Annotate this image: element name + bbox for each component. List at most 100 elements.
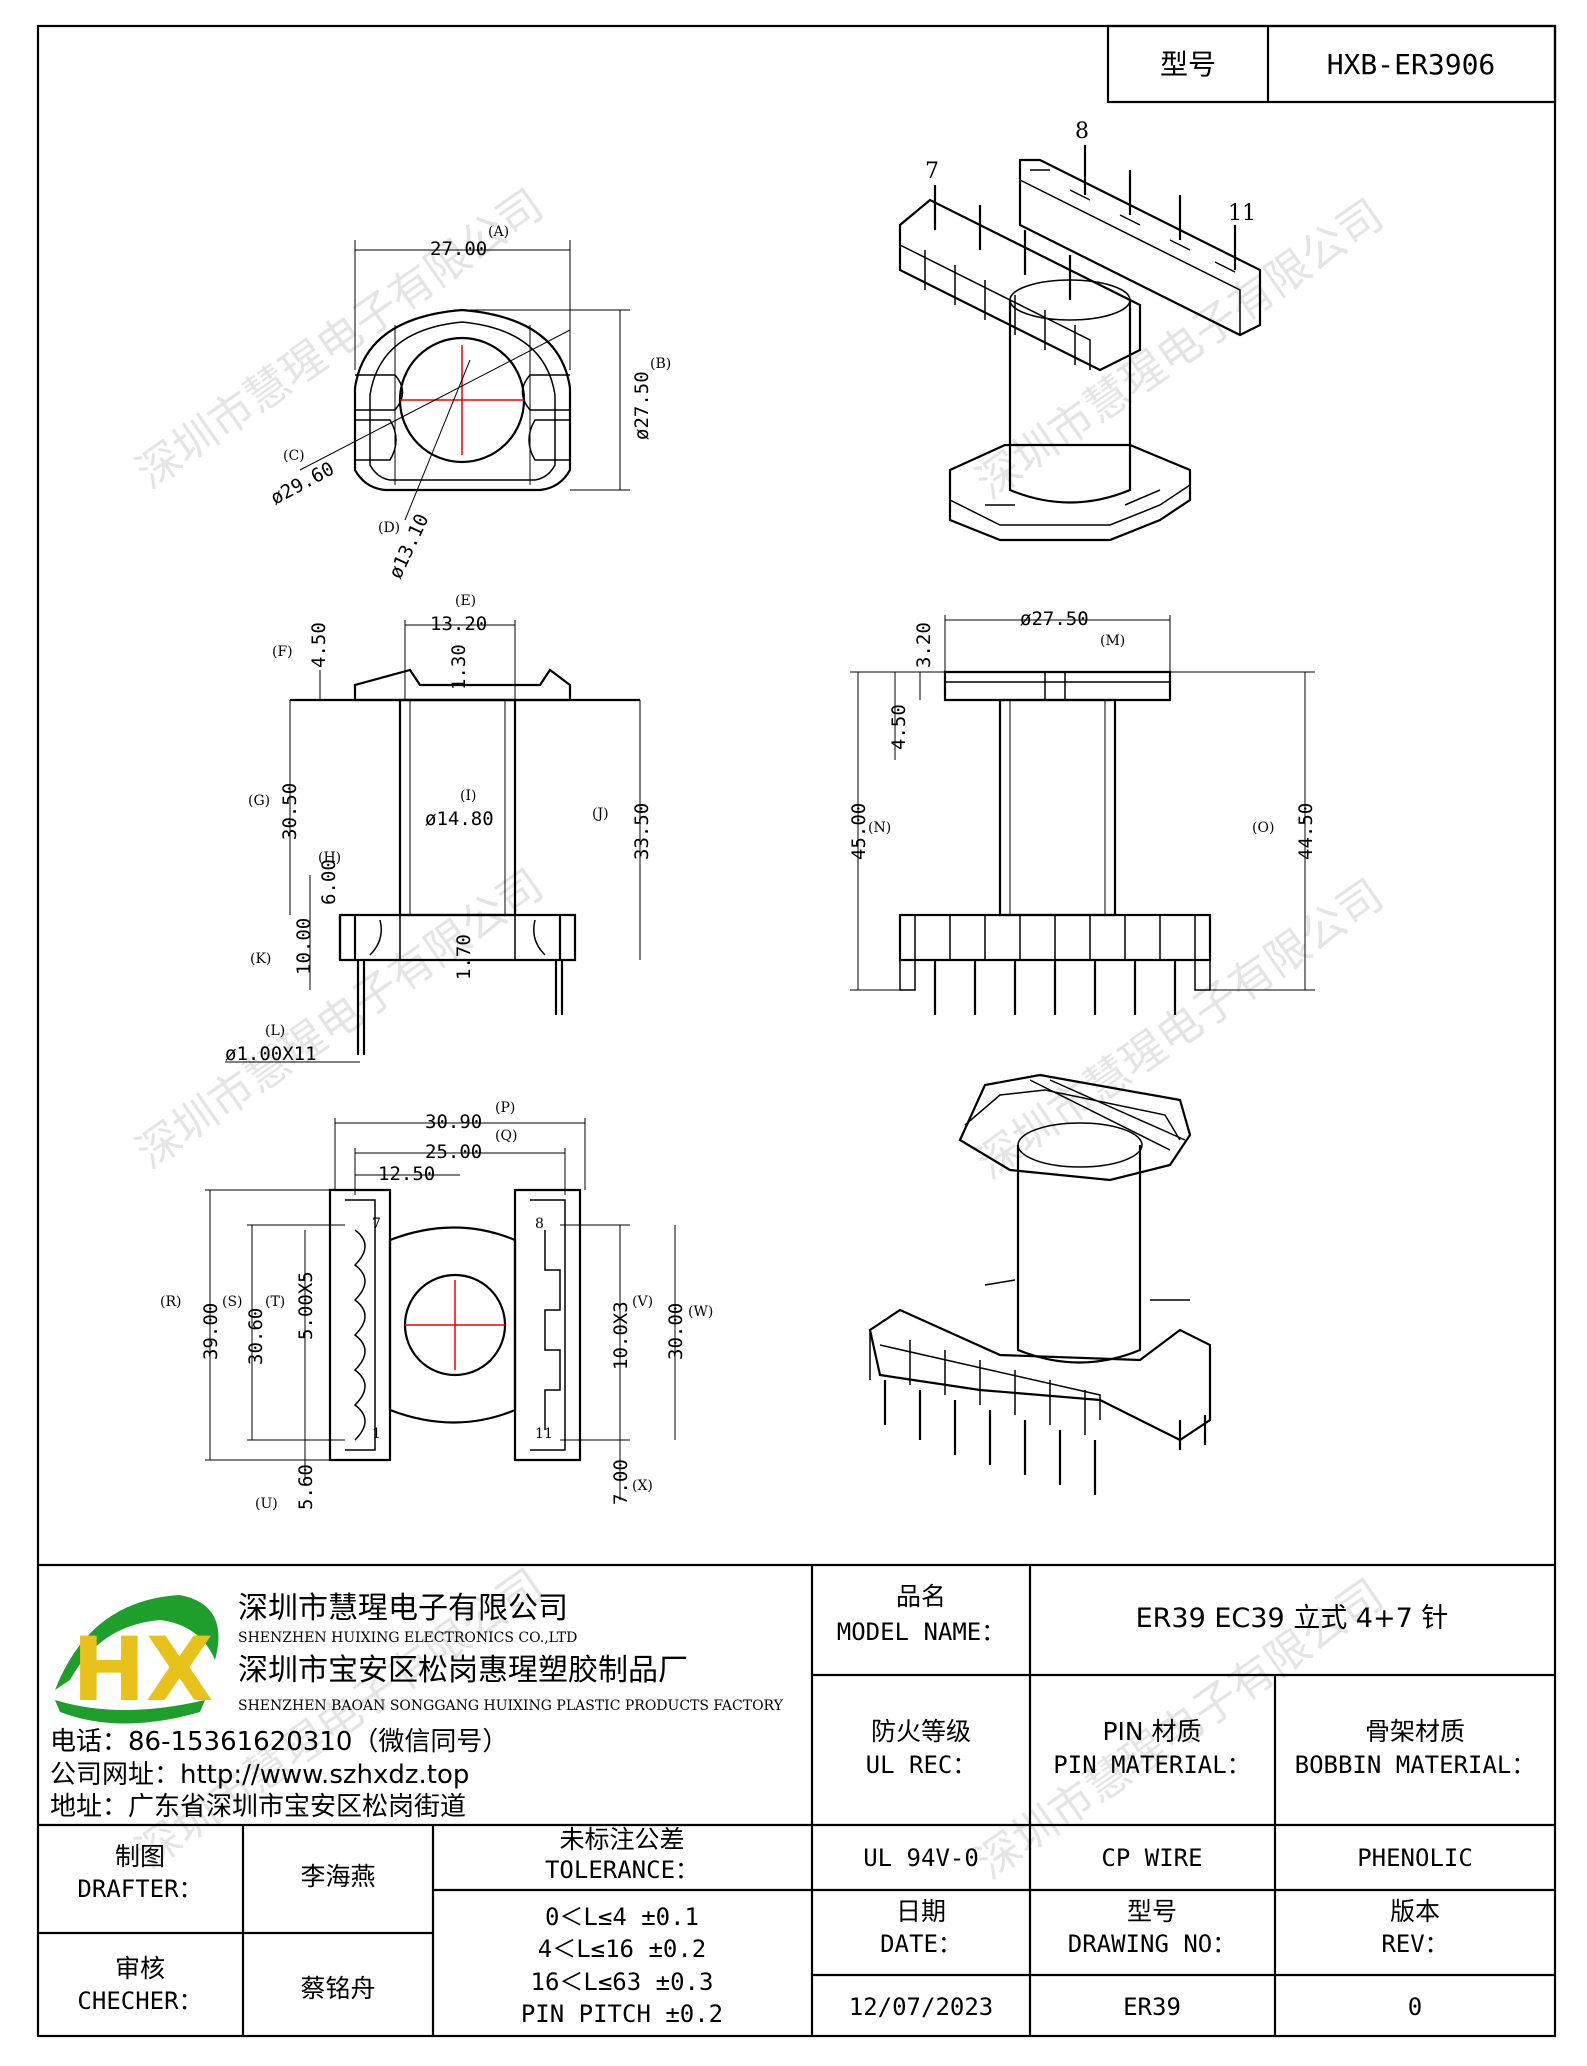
watermark: 深圳市慧瑆电子有限公司	[127, 860, 553, 1179]
bottom-pin-1: 1	[372, 1426, 381, 1442]
dims-s-tag: (S)	[222, 1294, 243, 1310]
titleblock-drawing_cn: 型号	[1127, 1897, 1177, 1926]
dims-f-tag: (F)	[272, 644, 293, 660]
titleblock-checker_en: CHECHER：	[77, 1987, 202, 2015]
titleblock-tol_cn: 未标注公差	[559, 1825, 684, 1854]
titleblock-date_en: DATE：	[880, 1930, 962, 1958]
dims-m3-value: 4.50	[888, 704, 910, 750]
dims-g-tag: (G)	[248, 793, 270, 809]
sheet-border	[36, 24, 1557, 2038]
titleblock-bobbin_mat_en: BOBBIN MATERIAL：	[1295, 1751, 1536, 1779]
logo-letters: HX	[72, 1618, 214, 1721]
dims-b-tag: (B)	[650, 356, 671, 372]
company-website: 公司网址：http://www.szhxdz.top	[50, 1760, 469, 1790]
dims-f-value: 4.50	[308, 622, 330, 668]
model-name-value: ER39 EC39 立式 4+7 针	[1136, 1603, 1449, 1634]
titleblock-ul_en: UL REC：	[866, 1751, 977, 1779]
dims-a-value: 27.00	[430, 238, 487, 260]
dims-g-value: 30.50	[279, 783, 301, 840]
pin-material-value: CP WIRE	[1101, 1844, 1202, 1872]
company-name-1: 深圳市慧瑆电子有限公司	[238, 1591, 568, 1626]
dims-m-tag: (M)	[1100, 633, 1125, 649]
tolerance-line-4: PIN PITCH ±0.2	[521, 2000, 723, 2028]
titleblock-ul_cn: 防火等级	[871, 1717, 971, 1746]
dims-b-value: ø27.50	[631, 371, 653, 440]
dims-u-value: 5.60	[295, 1464, 317, 1510]
titleblock-model_name_en: MODEL NAME：	[837, 1618, 1006, 1646]
side-view: ø27.50 (M) 3.20 4.50 45.00 (N) 44.50 (O)	[848, 608, 1317, 1015]
front-view: 13.20 (E) 4.50 (F) 1.30 30.50 (G) 6.00 (…	[225, 593, 653, 1065]
titleblock-drafter_cn: 制图	[115, 1842, 165, 1871]
dims-x-value: 7.00	[610, 1459, 632, 1505]
dims-e-tag: (E)	[455, 593, 476, 609]
dims-c-value: ø29.60	[267, 458, 338, 510]
dims-m-value: ø27.50	[1020, 608, 1089, 630]
date-value: 12/07/2023	[849, 1993, 994, 2021]
rev-value: 0	[1408, 1993, 1422, 2021]
dims-w-tag: (W)	[688, 1304, 713, 1320]
dims-q-tag: (Q)	[495, 1128, 517, 1144]
dims-i-tag: (I)	[460, 788, 476, 804]
titleblock-pin_mat_en: PIN MATERIAL：	[1053, 1751, 1250, 1779]
dims-r-value: 39.00	[200, 1303, 222, 1360]
dims-m2-value: 3.20	[913, 622, 935, 668]
tolerance-line-2: 4＜L≤16 ±0.2	[538, 1935, 707, 1963]
dims-v-tag: (V)	[632, 1294, 653, 1310]
bobbin-material-value: PHENOLIC	[1357, 1844, 1473, 1872]
dims-k-value: 10.00	[293, 918, 315, 975]
company-logo: HX	[55, 1595, 219, 1724]
pin-label-11: 11	[1228, 201, 1256, 226]
checker-value: 蔡铭舟	[300, 1974, 375, 2003]
ul-value: UL 94V-0	[863, 1844, 979, 1872]
iso-view-top: 7 8 11	[898, 119, 1262, 542]
dims-c-tag: (C)	[283, 448, 305, 464]
title-block: HX 深圳市慧瑆电子有限公司 SHENZHEN HUIXING ELECTRON…	[38, 1563, 1555, 2036]
company-name-2: 深圳市宝安区松岗惠瑆塑胶制品厂	[238, 1653, 688, 1688]
dims-l-value: ø1.00X11	[225, 1043, 317, 1065]
type-value: HXB-ER3906	[1327, 48, 1496, 81]
tolerance-line-1: 0＜L≤4 ±0.1	[545, 1903, 699, 1931]
titleblock-checker_cn: 审核	[115, 1954, 165, 1983]
dims-p-value: 30.90	[425, 1111, 482, 1133]
type-box: 型号 HXB-ER3906	[1106, 24, 1557, 104]
titleblock-drawing_en: DRAWING NO：	[1068, 1930, 1237, 1958]
pin-label-7: 7	[925, 159, 939, 184]
titleblock-pin_mat_cn: PIN 材质	[1102, 1717, 1201, 1746]
company-address: 地址：广东省深圳市宝安区松岗街道	[50, 1792, 466, 1822]
company-name-1-en: SHENZHEN HUIXING ELECTRONICS CO.,LTD	[238, 1630, 577, 1646]
dims-o-value: 44.50	[1295, 803, 1317, 860]
dims-d-tag: (D)	[378, 520, 400, 536]
dims-l-tag: (L)	[265, 1023, 285, 1039]
iso-view-bottom	[868, 1073, 1212, 1495]
dims-n-value: 45.00	[848, 803, 870, 860]
dims-n-tag: (N)	[868, 820, 891, 836]
dims-t-tag: (T)	[265, 1294, 285, 1310]
dims-h-tag: (H)	[318, 850, 341, 866]
dims-o-tag: (O)	[1252, 820, 1274, 836]
dims-e-value: 13.20	[430, 613, 487, 635]
drafter-value: 李海燕	[300, 1862, 375, 1891]
drawing-no-value: ER39	[1123, 1993, 1181, 2021]
titleblock-rev_en: REV：	[1381, 1930, 1448, 1958]
dims-r-tag: (R)	[160, 1294, 181, 1310]
bottom-pin-8: 8	[535, 1216, 544, 1232]
dims-j-value: 33.50	[631, 803, 653, 860]
dims-t-value: 5.00X5	[295, 1271, 317, 1340]
titleblock-date_cn: 日期	[896, 1897, 946, 1926]
dims-q2-value: 12.50	[378, 1163, 435, 1185]
dims-p-tag: (P)	[495, 1100, 515, 1116]
dims-q-value: 25.00	[425, 1141, 482, 1163]
dims-i-value: ø14.80	[425, 808, 494, 830]
titleblock-bobbin_mat_cn: 骨架材质	[1365, 1717, 1465, 1746]
watermark: 深圳市慧瑆电子有限公司	[967, 870, 1393, 1189]
dims-x-tag: (X)	[632, 1478, 653, 1494]
dims-j-tag: (J)	[592, 806, 609, 822]
company-phone: 电话：86-15361620310（微信同号）	[50, 1727, 508, 1757]
dims-v-value: 10.0X3	[610, 1301, 632, 1370]
pin-label-8: 8	[1075, 119, 1089, 144]
tolerance-line-3: 16＜L≤63 ±0.3	[531, 1968, 714, 1996]
bottom-view: 7 8 1 11 30.90 (P) 25.00 (Q) 12.50 39.00…	[160, 1100, 713, 1512]
dims-k2-value: 1.70	[453, 934, 475, 980]
company-name-2-en: SHENZHEN BAOAN SONGGANG HUIXING PLASTIC …	[238, 1698, 784, 1714]
